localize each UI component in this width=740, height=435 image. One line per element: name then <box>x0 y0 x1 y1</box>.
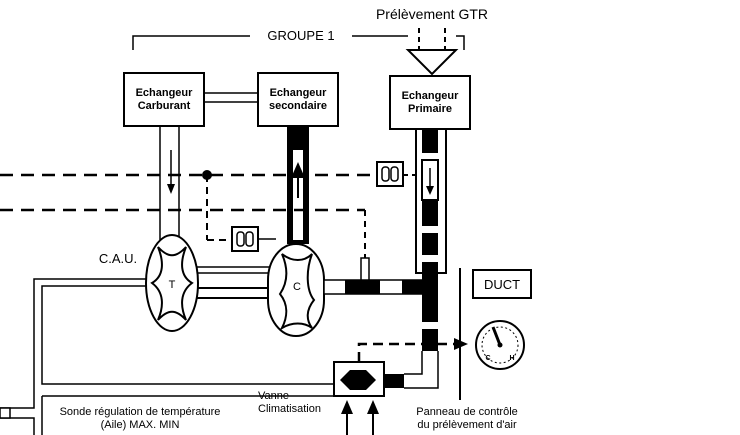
bleed-inlet-arrow <box>405 28 459 76</box>
duct-indicator <box>472 269 532 299</box>
duct-label: DUCT <box>484 277 520 292</box>
temperature-sensor <box>0 407 11 419</box>
cau-label: C.A.U. <box>99 251 137 266</box>
valve-label-2: Climatisation <box>258 403 321 415</box>
exchanger-link <box>204 92 258 103</box>
group-label: GROUPE 1 <box>267 28 334 43</box>
secondary-exchanger-label-1: Echangeur <box>270 87 328 99</box>
gauge-hot-label: H <box>509 355 514 362</box>
panel-label-1: Panneau de contrôle <box>416 406 518 418</box>
primary-exchanger-label-2: Primaire <box>408 103 452 115</box>
air-conditioning-valve <box>333 351 439 397</box>
compressor <box>267 243 325 337</box>
panel-label-2: du prélèvement d'air <box>417 419 517 431</box>
title-prelevement-gtr: Prélèvement GTR <box>376 6 488 22</box>
secondary-exchanger-label-2: secondaire <box>269 100 327 112</box>
valve-label-1: Vanne <box>258 390 289 402</box>
compressor-outlet-duct <box>323 257 423 295</box>
fuel-exchanger-box <box>123 72 205 127</box>
valve-control-dashed-line <box>357 338 468 362</box>
gauge-cold-label: C <box>485 355 490 362</box>
control-line-1 <box>0 170 380 241</box>
compressor-letter: C <box>293 281 301 293</box>
cau-shaft <box>184 266 281 299</box>
secondary-duct <box>287 126 309 244</box>
fuel-exchanger-label-2: Carburant <box>138 100 191 112</box>
sensor-label-2: (Aile) MAX. MIN <box>101 419 180 431</box>
control-line-2 <box>0 208 366 258</box>
primary-valve-symbol <box>376 161 404 187</box>
turbine <box>145 234 199 332</box>
fuel-exchanger-duct <box>159 126 180 240</box>
primary-duct <box>415 128 447 351</box>
temperature-gauge <box>475 320 525 370</box>
left-return-duct <box>0 278 334 435</box>
valve-inlet-arrows <box>341 400 379 435</box>
sensor-label-1: Sonde régulation de température <box>60 406 221 418</box>
bypass-valve-symbol <box>231 226 276 252</box>
group-bracket <box>132 35 465 50</box>
primary-exchanger-label-1: Echangeur <box>402 90 460 102</box>
primary-exchanger-box <box>389 75 471 130</box>
fuel-exchanger-label-1: Echangeur <box>136 87 194 99</box>
turbine-letter: T <box>169 279 176 291</box>
